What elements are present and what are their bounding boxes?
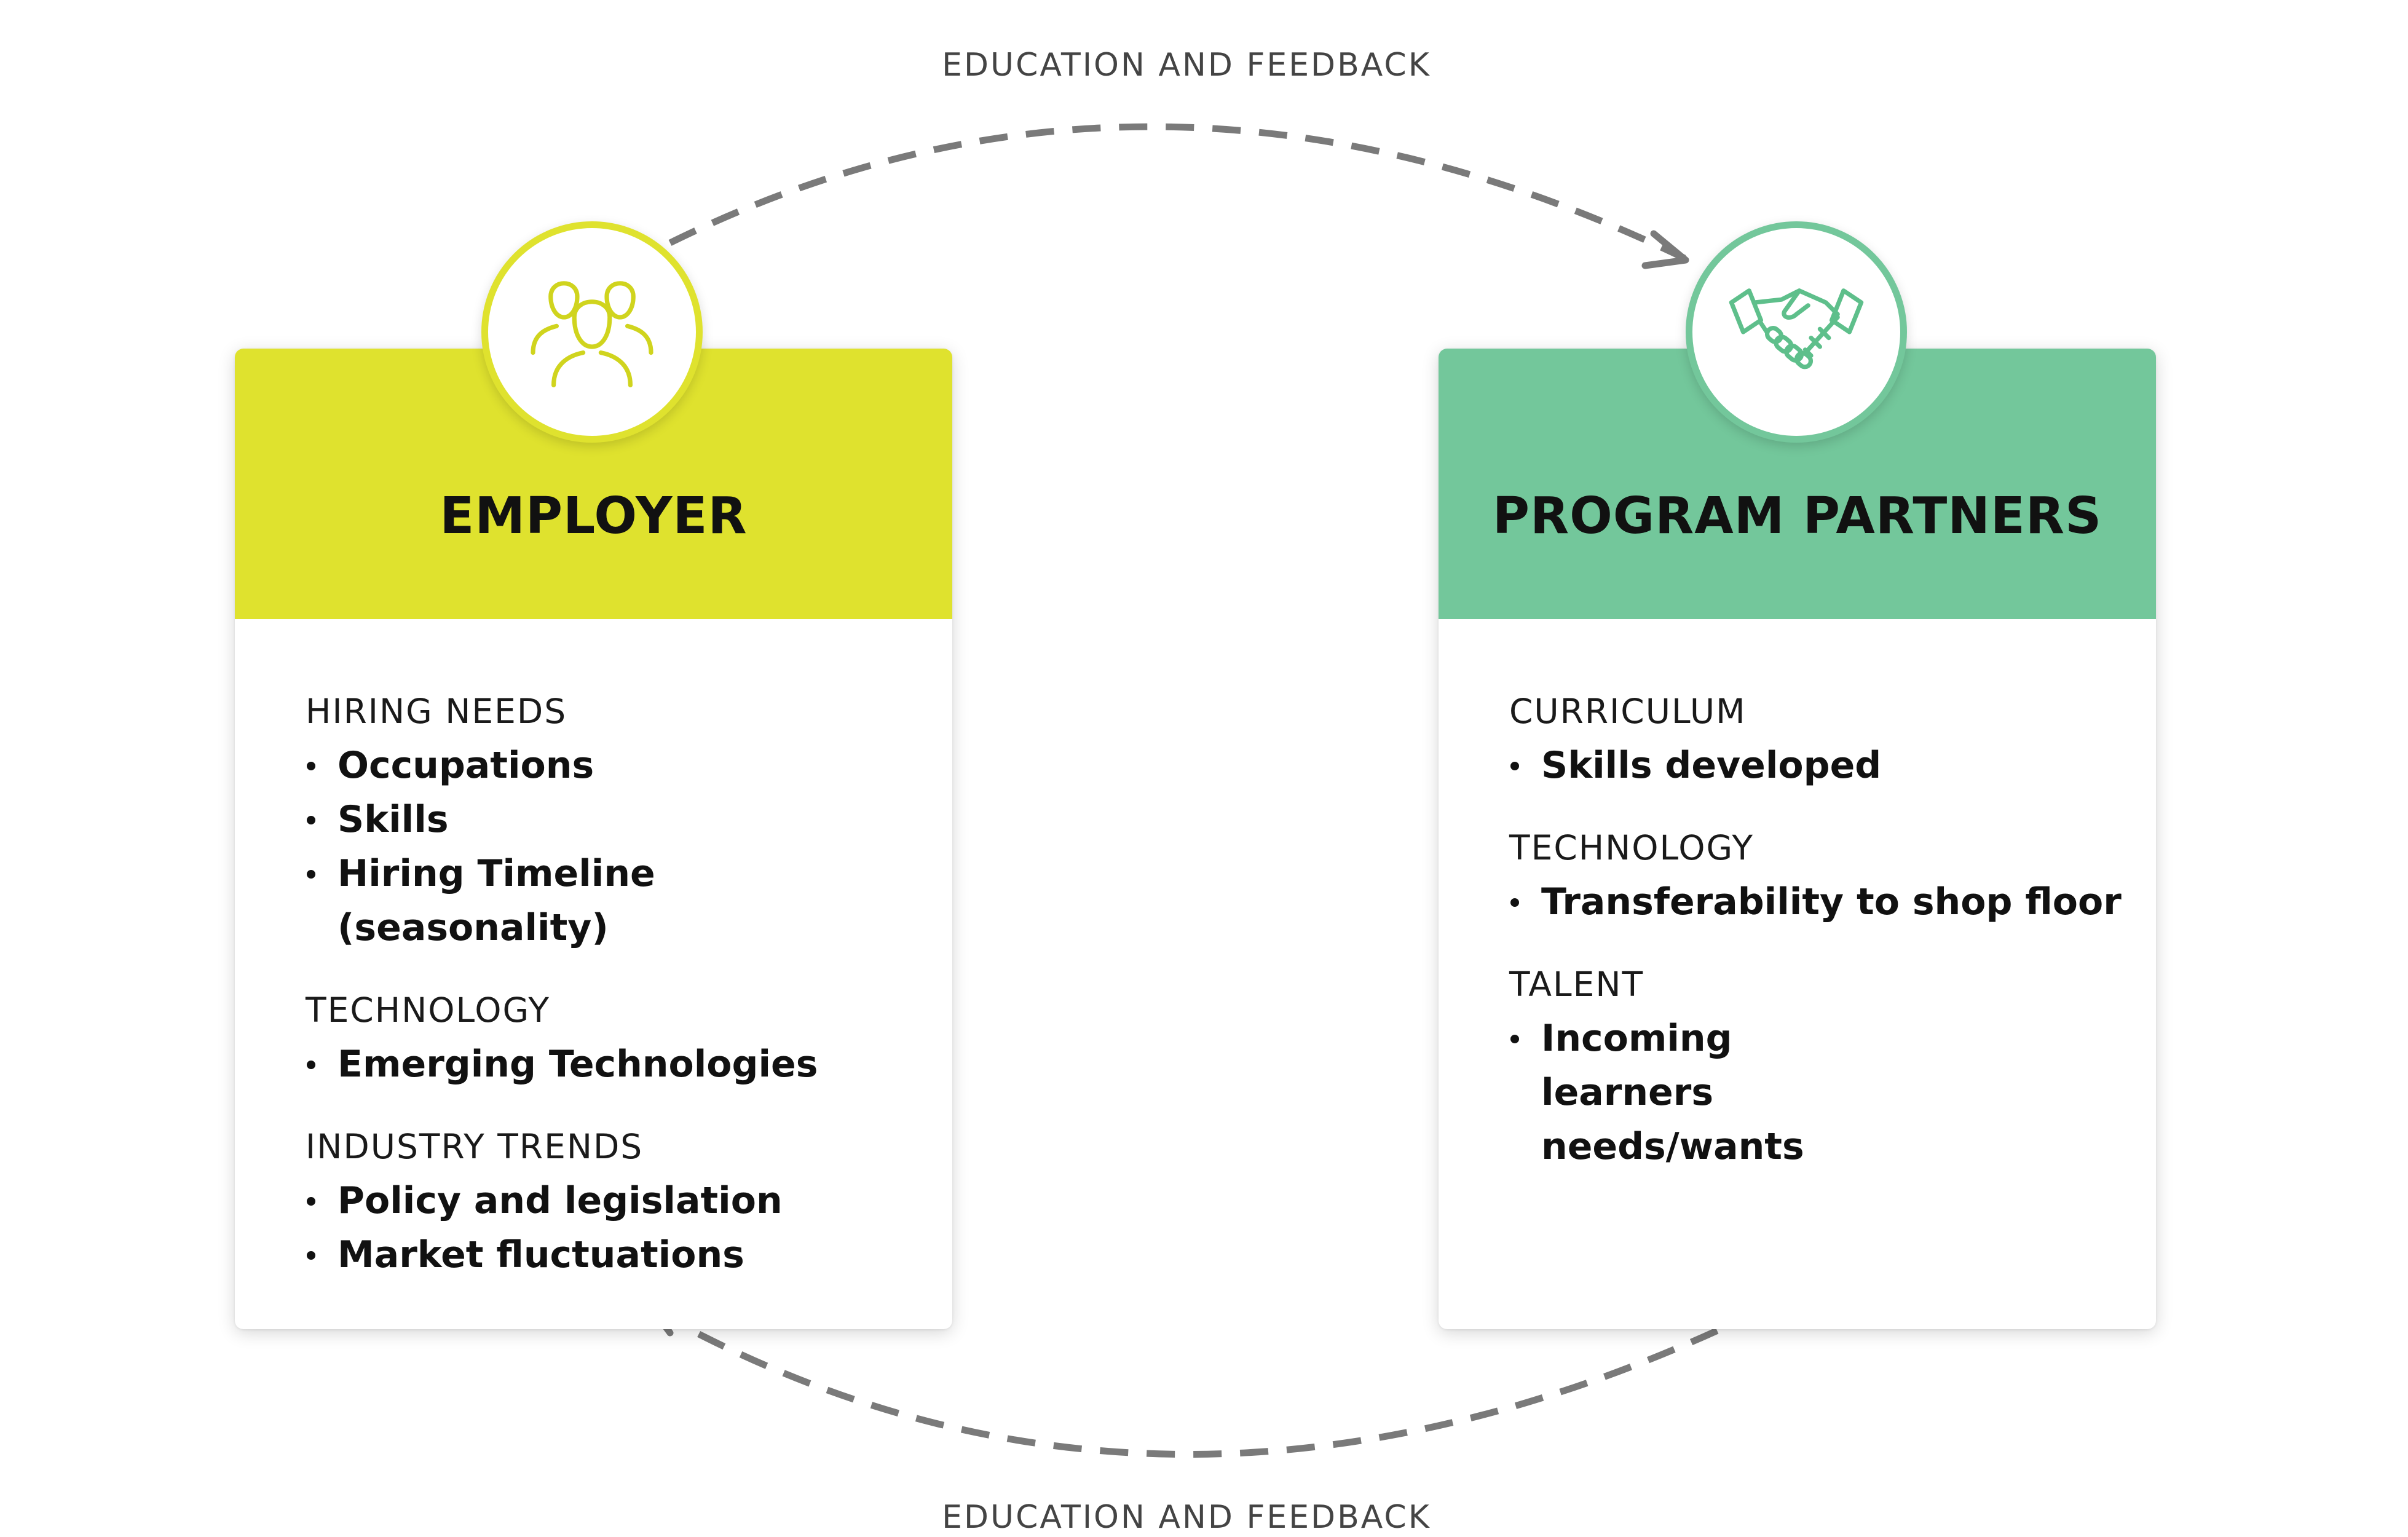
bottom-flow-arrow bbox=[651, 1306, 1761, 1458]
employer-section-technology: TECHNOLOGY Emerging Technologies bbox=[306, 990, 928, 1091]
employer-section-hiring-needs: HIRING NEEDS Occupations Skills Hiring T… bbox=[306, 692, 928, 955]
people-group-icon bbox=[531, 281, 653, 387]
bullet-item: Hiring Timeline (seasonality) bbox=[306, 847, 928, 955]
bottom-flow-label: EDUCATION AND FEEDBACK bbox=[942, 1499, 1431, 1536]
bullet-list: Incoming learners needs/wants bbox=[1509, 1011, 2131, 1174]
top-flow-arrowhead bbox=[1641, 230, 1689, 269]
bullet-item: Transferability to shop floor bbox=[1509, 875, 2131, 929]
partners-section-talent: TALENT Incoming learners needs/wants bbox=[1509, 965, 2131, 1174]
bullet-list: Skills developed bbox=[1509, 738, 2131, 792]
top-flow-label: EDUCATION AND FEEDBACK bbox=[942, 47, 1431, 84]
bullet-list: Occupations Skills Hiring Timeline (seas… bbox=[306, 738, 928, 955]
bullet-item: Emerging Technologies bbox=[306, 1037, 928, 1091]
employer-title: EMPLOYER bbox=[440, 487, 748, 545]
top-flow-arrow bbox=[668, 123, 1686, 261]
bullet-item: Skills developed bbox=[1509, 738, 2131, 792]
section-title: TECHNOLOGY bbox=[306, 990, 550, 1030]
bullet-item: Incoming learners needs/wants bbox=[1509, 1011, 1885, 1174]
handshake-icon bbox=[1729, 288, 1864, 369]
section-title: HIRING NEEDS bbox=[306, 692, 567, 731]
employer-card-body: HIRING NEEDS Occupations Skills Hiring T… bbox=[235, 619, 952, 1282]
employer-card: EMPLOYER HIRING NEEDS Occupations Skills… bbox=[235, 349, 952, 1329]
employer-icon-badge bbox=[481, 221, 703, 443]
bullet-list: Emerging Technologies bbox=[306, 1037, 928, 1091]
section-title: TALENT bbox=[1509, 965, 1644, 1004]
bullet-list: Transferability to shop floor bbox=[1509, 875, 2131, 929]
employer-section-industry-trends: INDUSTRY TRENDS Policy and legislation M… bbox=[306, 1127, 928, 1282]
bullet-item: Market fluctuations bbox=[306, 1228, 928, 1282]
section-title: CURRICULUM bbox=[1509, 692, 1747, 731]
bullet-list: Policy and legislation Market fluctuatio… bbox=[306, 1174, 928, 1282]
partners-section-technology: TECHNOLOGY Transferability to shop floor bbox=[1509, 828, 2131, 929]
section-title: TECHNOLOGY bbox=[1509, 828, 1754, 867]
partners-section-curriculum: CURRICULUM Skills developed bbox=[1509, 692, 2131, 792]
bullet-item: Skills bbox=[306, 792, 928, 847]
program-partners-card: PROGRAM PARTNERS CURRICULUM Skills devel… bbox=[1439, 349, 2156, 1329]
section-title: INDUSTRY TRENDS bbox=[306, 1127, 644, 1166]
bullet-item: Policy and legislation bbox=[306, 1174, 928, 1228]
program-partners-icon-badge bbox=[1686, 221, 1907, 443]
program-partners-card-body: CURRICULUM Skills developed TECHNOLOGY T… bbox=[1439, 619, 2156, 1174]
bullet-item: Occupations bbox=[306, 738, 928, 792]
program-partners-title: PROGRAM PARTNERS bbox=[1492, 487, 2102, 545]
